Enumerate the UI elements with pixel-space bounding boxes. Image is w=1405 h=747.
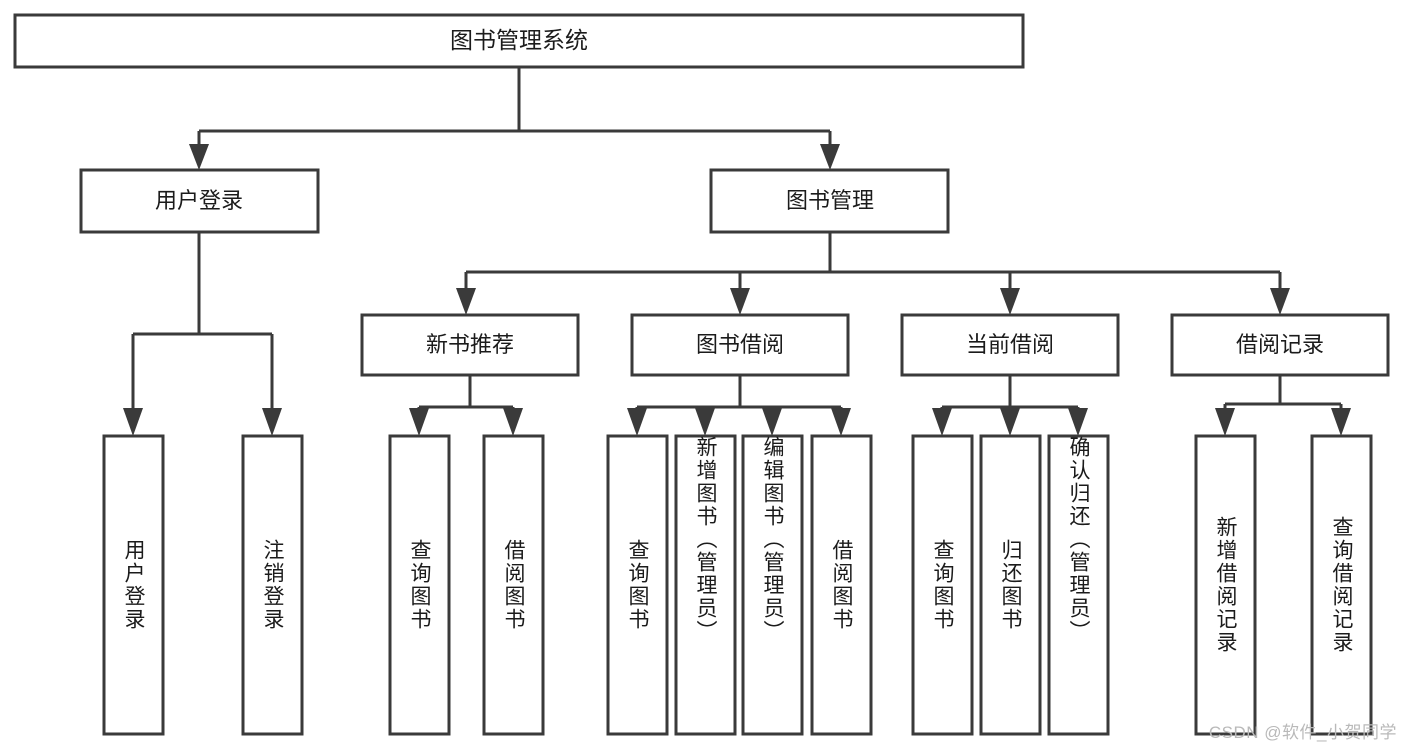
node-leaf-user-login-1-box[interactable] (102, 434, 165, 736)
arrow-bb-leaf-3 (762, 408, 782, 436)
node-book-mgmt-box[interactable] (709, 168, 950, 234)
node-leaf-user-login-2-box[interactable] (241, 434, 304, 736)
arrow-bb-leaf-2 (695, 408, 715, 436)
node-leaf-nbr-1-box[interactable] (388, 434, 451, 736)
connector-group-borrow-record (1215, 375, 1351, 436)
arrow-cb-leaf-2 (1000, 408, 1020, 436)
arrow-to-new-book-recommend (456, 288, 476, 315)
node-borrow-record-label: 借阅记录 (1236, 332, 1324, 357)
arrow-to-book-mgmt (820, 144, 840, 170)
node-book-borrow-box[interactable] (630, 313, 850, 377)
node-borrow-record-box[interactable] (1170, 313, 1390, 377)
node-leaf-bb-4-box[interactable] (810, 434, 873, 736)
arrow-nbr-leaf-2 (503, 408, 523, 436)
node-leaf-cb-1-box[interactable] (911, 434, 974, 736)
node-leaf-bb-2-box[interactable] (674, 434, 737, 736)
node-current-borrow-label: 当前借阅 (966, 332, 1054, 357)
node-leaf-nbr-2-box[interactable] (482, 434, 545, 736)
arrow-to-borrow-record (1270, 288, 1290, 315)
connector-group-book-borrow (627, 375, 851, 436)
connector-group-book-mgmt (456, 232, 1290, 315)
node-new-book-recommend-box[interactable] (360, 313, 580, 377)
watermark-text: CSDN @软件_小贺同学 (1208, 723, 1397, 742)
arrow-cb-leaf-1 (932, 408, 952, 436)
node-book-mgmt-label: 图书管理 (786, 188, 874, 213)
node-leaf-br-2-box[interactable] (1310, 434, 1373, 736)
node-new-book-recommend-label: 新书推荐 (426, 332, 514, 357)
arrow-to-user-login (189, 144, 209, 170)
arrow-bb-leaf-4 (831, 408, 851, 436)
connector-group-current-borrow (932, 375, 1088, 436)
arrow-to-current-borrow (1000, 288, 1020, 315)
node-leaf-bb-1-box[interactable] (606, 434, 669, 736)
arrow-bb-leaf-1 (627, 408, 647, 436)
arrow-br-leaf-1 (1215, 408, 1235, 436)
connector-group-root (189, 67, 840, 170)
node-root-box[interactable] (13, 13, 1025, 69)
arrow-cb-leaf-3 (1068, 408, 1088, 436)
arrow-user-login-leaf-1 (123, 408, 143, 436)
arrow-nbr-leaf-1 (409, 408, 429, 436)
connector-group-user-login (123, 232, 282, 436)
node-current-borrow-box[interactable] (900, 313, 1120, 377)
node-user-login-box[interactable] (79, 168, 320, 234)
node-root-label: 图书管理系统 (450, 27, 588, 53)
arrow-br-leaf-2 (1331, 408, 1351, 436)
node-leaf-cb-2-box[interactable] (979, 434, 1042, 736)
arrow-to-book-borrow (730, 288, 750, 315)
node-user-login-label: 用户登录 (155, 188, 243, 213)
arrow-user-login-leaf-2 (262, 408, 282, 436)
node-book-borrow-label: 图书借阅 (696, 332, 784, 357)
node-leaf-bb-3-box[interactable] (741, 434, 804, 736)
node-leaf-cb-3-box[interactable] (1047, 434, 1110, 736)
node-leaf-br-1-box[interactable] (1194, 434, 1257, 736)
connector-group-new-book-recommend (409, 375, 523, 436)
